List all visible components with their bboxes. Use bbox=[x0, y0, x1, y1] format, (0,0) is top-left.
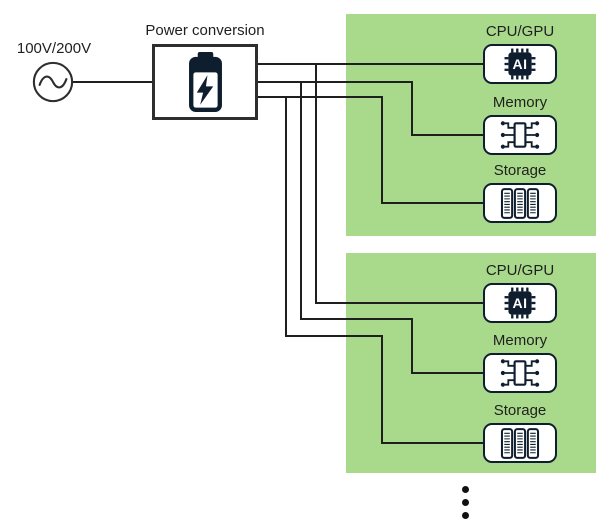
component-label: Storage bbox=[493, 402, 547, 419]
component-label: Memory bbox=[492, 332, 548, 349]
ellipsis-dot bbox=[461, 512, 469, 519]
rack1-component-storage: Storage bbox=[446, 161, 594, 223]
ai-chip-icon: AI bbox=[483, 283, 557, 323]
source-voltage-label: 100V/200V bbox=[16, 40, 92, 57]
battery-lightning-icon bbox=[184, 51, 227, 113]
rack2-component-memory: Memory bbox=[446, 331, 594, 393]
rack-1-components: CPU/GPU AI Memory Storage bbox=[346, 14, 596, 236]
memory-chip-icon bbox=[483, 115, 557, 155]
ac-power-source-icon bbox=[31, 60, 75, 104]
component-label: Storage bbox=[493, 162, 547, 179]
rack2-component-cpu-gpu: CPU/GPU AI bbox=[446, 261, 594, 323]
rack-2-components: CPU/GPU AI Memory Storage bbox=[346, 253, 596, 473]
rack1-component-memory: Memory bbox=[446, 93, 594, 155]
memory-chip-icon bbox=[483, 353, 557, 393]
storage-disks-icon bbox=[483, 423, 557, 463]
component-label: CPU/GPU bbox=[485, 262, 555, 279]
storage-disks-icon bbox=[483, 183, 557, 223]
component-label: Memory bbox=[492, 94, 548, 111]
power-conversion-box bbox=[152, 44, 258, 120]
component-label: CPU/GPU bbox=[485, 23, 555, 40]
ai-chip-label: AI bbox=[512, 55, 528, 72]
rack1-component-cpu-gpu: CPU/GPU AI bbox=[446, 22, 594, 84]
ellipsis-dot bbox=[461, 499, 469, 506]
rack2-component-storage: Storage bbox=[446, 401, 594, 463]
ellipsis-dot bbox=[461, 486, 469, 493]
ai-chip-label: AI bbox=[512, 294, 528, 311]
converter-label: Power conversion bbox=[145, 22, 265, 39]
ai-chip-icon: AI bbox=[483, 44, 557, 84]
vertical-ellipsis-icon bbox=[458, 483, 472, 525]
